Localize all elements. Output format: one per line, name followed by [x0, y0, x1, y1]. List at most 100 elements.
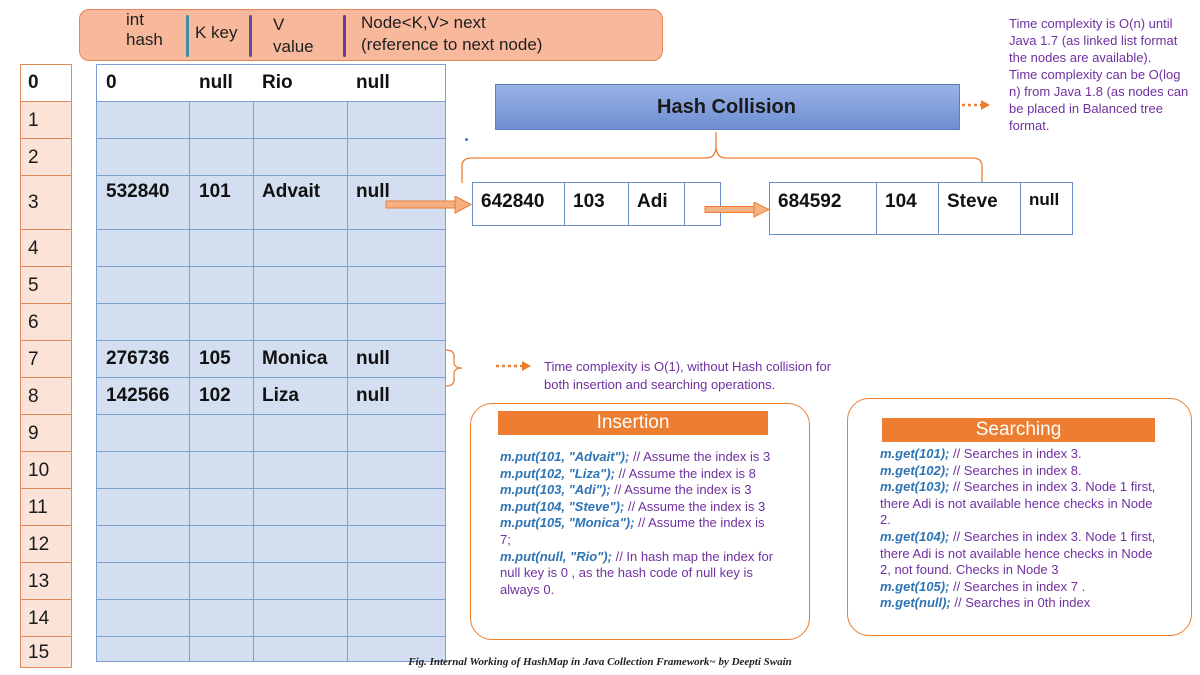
table-row	[97, 451, 445, 488]
code-line: m.put(null, "Rio"); // In hash map the i…	[500, 549, 800, 599]
code-statement: m.put(101, "Advait");	[500, 449, 630, 464]
code-line: m.put(105, "Monica"); // Assume the inde…	[500, 515, 800, 548]
dotted-arrow-icon	[962, 100, 990, 110]
code-statement: m.put(null, "Rio");	[500, 548, 612, 564]
bucket-index: 11	[21, 488, 71, 525]
node-next: null	[1029, 190, 1060, 209]
bucket-index: 15	[21, 636, 71, 667]
cell-key: 101	[199, 181, 231, 202]
searching-code: m.get(101); // Searches in index 3. m.ge…	[880, 446, 1186, 612]
bucket-index: 9	[21, 414, 71, 451]
bucket-index: 1	[21, 101, 71, 138]
bucket-table: 0 null Rio null 532840 101 Advait null 2…	[96, 64, 446, 662]
bucket-index: 8	[21, 377, 71, 414]
column-divider	[189, 65, 190, 661]
code-statement: m.get(105);	[880, 578, 950, 594]
node-key: 103	[565, 183, 629, 225]
cell-key: null	[199, 72, 233, 93]
bucket-index: 0	[21, 65, 71, 101]
code-comment: // In hash map the index for null key is…	[500, 548, 774, 597]
table-row	[97, 488, 445, 525]
table-row	[97, 303, 445, 340]
complexity-note: Time complexity is O(n) until Java 1.7 (…	[1009, 16, 1189, 133]
o1-note-line2: both insertion and searching operations.	[544, 377, 776, 392]
header-v-value: V value	[273, 15, 314, 56]
hash-collision-title: Hash Collision	[657, 96, 796, 118]
code-comment: // Assume the index is 8	[614, 465, 756, 481]
table-row: 142566 102 Liza null	[97, 377, 445, 414]
searching-title: Searching	[882, 418, 1155, 442]
insertion-title: Insertion	[498, 411, 768, 435]
bucket-index: 5	[21, 266, 71, 303]
node-structure-header: int hash K key V value Node<K,V> next (r…	[79, 9, 663, 61]
cell-hash: 276736	[106, 348, 170, 369]
bucket-index: 13	[21, 562, 71, 599]
bucket-index: 6	[21, 303, 71, 340]
cell-value: Advait	[262, 181, 321, 202]
node-key: 104	[877, 183, 939, 234]
code-statement: m.put(104, "Steve");	[500, 498, 625, 514]
code-line: m.get(null); // Searches in 0th index	[880, 595, 1186, 612]
code-comment: // Searches in index 8.	[949, 462, 1082, 478]
code-line: m.get(103); // Searches in index 3. Node…	[880, 479, 1186, 529]
code-comment: // Assume the index is 3	[624, 498, 766, 514]
table-row	[97, 266, 445, 303]
cell-hash: 532840	[106, 181, 170, 202]
header-separator	[186, 15, 189, 57]
code-statement: m.get(104);	[880, 528, 950, 544]
code-statement: m.get(103);	[880, 479, 950, 495]
cell-key: 102	[199, 385, 231, 406]
code-line: m.put(104, "Steve"); // Assume the index…	[500, 499, 800, 516]
o1-note-line1: Time complexity is O(1), without Hash co…	[544, 359, 832, 374]
header-node-next-line1: Node<K,V> next	[361, 13, 486, 32]
bucket-index-column: 0 1 2 3 4 5 6 7 8 9 10 11 12 13 14 15	[20, 64, 72, 668]
code-line: m.put(103, "Adi"); // Assume the index i…	[500, 482, 800, 499]
code-statement: m.put(105, "Monica");	[500, 515, 635, 531]
code-line: m.put(102, "Liza"); // Assume the index …	[500, 466, 800, 483]
next-pointer-arrow	[704, 202, 771, 218]
collision-brace	[461, 132, 983, 183]
table-row	[97, 636, 445, 661]
cell-hash: 142566	[106, 385, 170, 406]
header-k-key: K key	[195, 23, 238, 42]
collision-node-1: 642840 103 Adi	[472, 182, 721, 226]
dotted-arrow-icon	[496, 361, 531, 371]
code-comment: // Searches in index 3. Node 1 first, th…	[880, 528, 1156, 578]
code-line: m.put(101, "Advait"); // Assume the inde…	[500, 449, 800, 466]
code-line: m.get(102); // Searches in index 8.	[880, 463, 1186, 480]
bucket-index: 2	[21, 138, 71, 175]
table-row: 276736 105 Monica null	[97, 340, 445, 377]
bucket-index: 12	[21, 525, 71, 562]
code-statement: m.get(101);	[880, 446, 950, 461]
code-line: m.get(101); // Searches in index 3.	[880, 446, 1186, 463]
cell-value: Liza	[262, 385, 299, 406]
bucket-index: 14	[21, 599, 71, 636]
header-node-next: Node<K,V> next (reference to next node)	[361, 13, 542, 55]
column-divider	[253, 65, 254, 661]
header-int-hash: int hash	[126, 10, 163, 49]
code-comment: // Assume the index is 7;	[500, 515, 765, 547]
code-statement: m.get(null);	[880, 595, 951, 611]
table-row	[97, 599, 445, 636]
header-separator	[343, 15, 346, 57]
code-statement: m.get(102);	[880, 462, 950, 478]
o1-complexity-note: Time complexity is O(1), without Hash co…	[544, 358, 831, 394]
node-value: Adi	[629, 183, 685, 225]
bucket-index: 4	[21, 229, 71, 266]
code-comment: // Assume the index is 3	[610, 482, 752, 498]
cell-next: null	[356, 348, 390, 369]
table-row	[97, 414, 445, 451]
bucket-index: 10	[21, 451, 71, 488]
bucket-index: 3	[21, 175, 71, 229]
hash-collision-banner	[495, 84, 960, 130]
code-comment: // Searches in index 3.	[949, 446, 1082, 461]
collision-node-2: 684592 104 Steve null	[769, 182, 1073, 235]
insertion-panel: Insertion m.put(101, "Advait"); // Assum…	[470, 403, 810, 640]
table-row	[97, 101, 445, 138]
node-hash: 684592	[770, 183, 877, 234]
code-comment: // Searches in index 3. Node 1 first, th…	[880, 479, 1156, 528]
o1-brace	[445, 349, 463, 387]
stray-dot	[465, 138, 468, 141]
code-line: m.get(105); // Searches in index 7 .	[880, 579, 1186, 596]
searching-panel: Searching m.get(101); // Searches in ind…	[847, 398, 1192, 636]
